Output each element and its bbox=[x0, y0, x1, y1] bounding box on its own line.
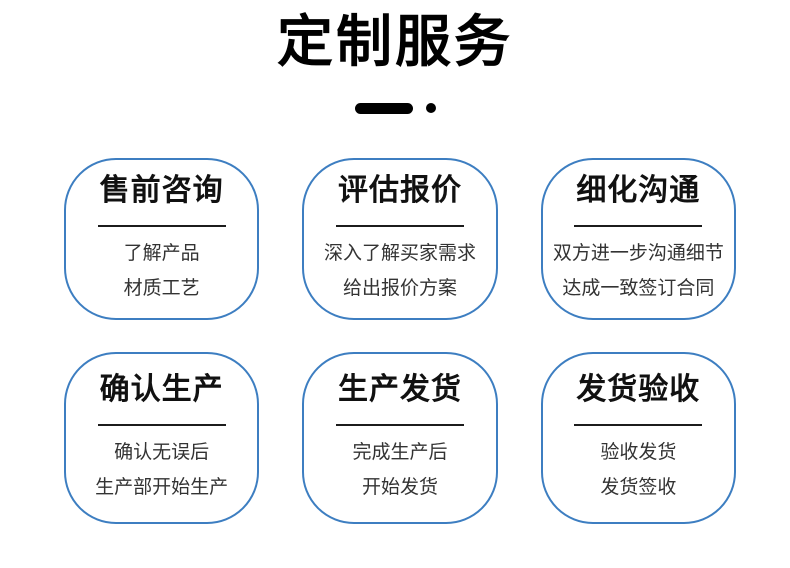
card-divider bbox=[335, 423, 464, 426]
service-card-detail-communication: 细化沟通 双方进一步沟通细节 达成一致签订合同 bbox=[540, 158, 736, 320]
service-cards-grid: 售前咨询 了解产品 材质工艺 评估报价 深入了解买家需求 给出报价方案 细化沟通… bbox=[0, 158, 790, 524]
card-divider bbox=[574, 224, 703, 227]
card-description-line: 了解产品 bbox=[123, 242, 200, 264]
card-title: 细化沟通 bbox=[576, 173, 701, 207]
card-description-line: 双方进一步沟通细节 bbox=[552, 242, 724, 264]
card-description-line: 深入了解买家需求 bbox=[323, 242, 476, 264]
header: 定制服务 bbox=[0, 0, 790, 114]
service-card-confirm-production: 确认生产 确认无误后 生产部开始生产 bbox=[64, 352, 260, 524]
card-divider bbox=[97, 224, 226, 227]
card-description: 完成生产后 开始发货 bbox=[352, 435, 447, 505]
card-description: 深入了解买家需求 给出报价方案 bbox=[324, 236, 476, 306]
underline-bar-icon bbox=[354, 102, 413, 114]
card-title: 生产发货 bbox=[337, 372, 462, 406]
card-description-line: 生产部开始生产 bbox=[95, 476, 229, 498]
card-description-line: 开始发货 bbox=[361, 476, 438, 498]
service-card-evaluate-quote: 评估报价 深入了解买家需求 给出报价方案 bbox=[302, 158, 498, 320]
card-description-line: 完成生产后 bbox=[352, 441, 448, 463]
card-title: 评估报价 bbox=[337, 173, 462, 207]
card-description: 确认无误后 生产部开始生产 bbox=[95, 435, 228, 505]
underline-dot-icon bbox=[425, 103, 436, 113]
card-description-line: 达成一致签订合同 bbox=[562, 277, 715, 299]
card-divider bbox=[97, 423, 226, 426]
card-description-line: 确认无误后 bbox=[114, 441, 210, 463]
card-title: 售前咨询 bbox=[99, 173, 224, 207]
page-title: 定制服务 bbox=[277, 10, 513, 73]
card-description-line: 验收发货 bbox=[600, 441, 677, 463]
card-description: 验收发货 发货签收 bbox=[600, 435, 676, 505]
card-divider bbox=[574, 423, 703, 426]
title-underline bbox=[0, 102, 790, 114]
service-card-shipping-acceptance: 发货验收 验收发货 发货签收 bbox=[540, 352, 736, 524]
card-divider bbox=[335, 224, 464, 227]
card-description-line: 材质工艺 bbox=[123, 277, 200, 299]
card-description: 了解产品 材质工艺 bbox=[124, 236, 200, 306]
card-description: 双方进一步沟通细节 达成一致签订合同 bbox=[553, 236, 724, 306]
service-card-presale-consult: 售前咨询 了解产品 材质工艺 bbox=[64, 158, 260, 320]
card-title: 确认生产 bbox=[99, 372, 224, 406]
card-title: 发货验收 bbox=[576, 372, 701, 406]
card-description-line: 发货签收 bbox=[600, 476, 677, 498]
card-description-line: 给出报价方案 bbox=[342, 277, 457, 299]
service-card-production-shipping: 生产发货 完成生产后 开始发货 bbox=[302, 352, 498, 524]
